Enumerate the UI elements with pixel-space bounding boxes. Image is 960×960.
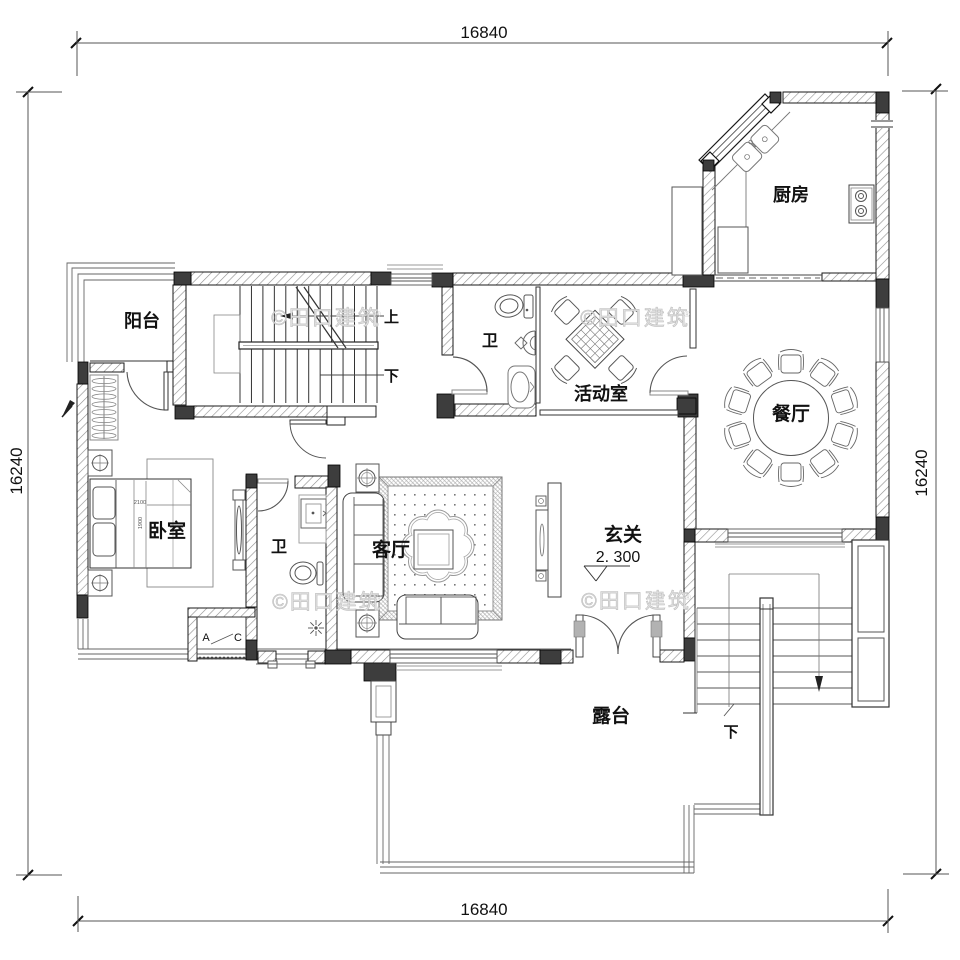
svg-text:©田口建筑: ©田口建筑 bbox=[271, 307, 380, 330]
svg-text:®: ® bbox=[376, 594, 382, 603]
svg-text:C: C bbox=[234, 632, 242, 644]
svg-text:16840: 16840 bbox=[460, 23, 507, 42]
svg-text:餐厅: 餐厅 bbox=[772, 402, 810, 425]
svg-text:下: 下 bbox=[384, 368, 399, 385]
svg-text:上: 上 bbox=[384, 309, 399, 326]
svg-text:厨房: 厨房 bbox=[773, 184, 809, 205]
svg-text:16840: 16840 bbox=[460, 900, 507, 919]
svg-text:2. 300: 2. 300 bbox=[596, 549, 641, 566]
svg-text:A: A bbox=[202, 632, 210, 644]
svg-text:客厅: 客厅 bbox=[372, 538, 410, 561]
svg-text:©田口建筑: ©田口建筑 bbox=[272, 591, 381, 614]
svg-text:®: ® bbox=[684, 310, 690, 319]
svg-text:卫: 卫 bbox=[482, 333, 498, 350]
svg-text:阳台: 阳台 bbox=[124, 310, 160, 331]
svg-text:©田口建筑: ©田口建筑 bbox=[580, 307, 689, 330]
svg-text:玄关: 玄关 bbox=[604, 523, 642, 546]
svg-text:®: ® bbox=[685, 593, 691, 602]
svg-text:16240: 16240 bbox=[912, 449, 931, 496]
svg-text:下: 下 bbox=[723, 724, 738, 741]
svg-text:2100: 2100 bbox=[134, 500, 146, 506]
svg-text:1900: 1900 bbox=[138, 517, 144, 529]
svg-text:卧室: 卧室 bbox=[148, 519, 186, 542]
svg-text:卫: 卫 bbox=[271, 539, 287, 556]
svg-text:16240: 16240 bbox=[7, 447, 26, 494]
svg-text:活动室: 活动室 bbox=[574, 383, 628, 404]
svg-text:®: ® bbox=[375, 310, 381, 319]
svg-text:露台: 露台 bbox=[592, 704, 630, 727]
svg-text:©田口建筑: ©田口建筑 bbox=[581, 590, 690, 613]
